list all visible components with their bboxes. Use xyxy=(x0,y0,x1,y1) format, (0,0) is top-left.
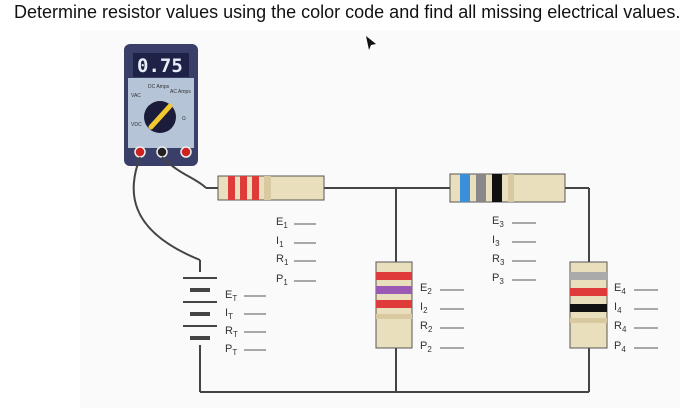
r1-band-3 xyxy=(252,176,259,200)
power-supply xyxy=(183,277,217,340)
label-p3: P3 xyxy=(492,272,504,286)
meter-label-ohms: Ω xyxy=(182,116,186,122)
label-et: ET xyxy=(225,289,237,303)
resistor-r1[interactable] xyxy=(217,175,325,201)
label-i1: I1 xyxy=(276,235,284,249)
r3-band-1 xyxy=(460,174,470,202)
meter-label-vac: VAC xyxy=(131,93,141,99)
label-p1: P1 xyxy=(276,273,288,287)
meter-jack-common[interactable] xyxy=(156,146,168,158)
label-i2: I2 xyxy=(420,301,428,315)
r1-band-1 xyxy=(228,176,235,200)
meter-dial-pointer xyxy=(148,103,173,130)
label-e2: E2 xyxy=(420,282,432,296)
label-p2: P2 xyxy=(420,340,432,354)
meter-label-vdc: VDC xyxy=(131,122,142,128)
r2-band-3 xyxy=(376,300,412,308)
label-i3: I3 xyxy=(492,234,500,248)
r3-band-3 xyxy=(492,174,502,202)
resistor-r3[interactable] xyxy=(449,173,566,203)
meter-lead-red xyxy=(132,156,201,261)
multimeter[interactable]: 0.75 DC Amps AC Amps VAC VDC Ω xyxy=(124,44,198,166)
label-r2: R2 xyxy=(420,320,433,334)
label-r4: R4 xyxy=(614,320,627,334)
label-i4: I4 xyxy=(614,301,622,315)
meter-lead-black xyxy=(161,156,207,189)
resistor-r2[interactable] xyxy=(375,261,413,349)
r2-band-2 xyxy=(376,286,412,294)
label-rt: RT xyxy=(225,325,238,339)
label-it: IT xyxy=(225,307,233,321)
r4-band-3 xyxy=(570,304,607,312)
meter-readout: 0.75 xyxy=(137,55,183,77)
r4-band-4 xyxy=(570,318,607,323)
r3-band-4 xyxy=(508,174,514,202)
meter-jack-amps[interactable] xyxy=(134,146,146,158)
label-r3: R3 xyxy=(492,253,505,267)
labels-supply: ET IT RT PT xyxy=(225,289,266,357)
resistor-r4[interactable] xyxy=(569,261,608,349)
r4-band-1 xyxy=(570,272,607,280)
page-title: Determine resistor values using the colo… xyxy=(14,2,681,22)
label-r1: R1 xyxy=(276,253,289,267)
r2-band-1 xyxy=(376,272,412,280)
meter-label-acamps: AC Amps xyxy=(170,89,191,95)
circuit-wires xyxy=(132,156,590,393)
label-p4: P4 xyxy=(614,340,626,354)
labels-r2: E2 I2 R2 P2 xyxy=(420,282,464,354)
r4-band-2 xyxy=(570,288,607,296)
labels-r3: E3 I3 R3 P3 xyxy=(492,215,536,286)
r1-band-2 xyxy=(240,176,247,200)
label-e4: E4 xyxy=(614,282,626,296)
label-pt: PT xyxy=(225,343,237,357)
meter-display xyxy=(133,53,189,77)
r2-band-4 xyxy=(376,314,412,319)
labels-r4: E4 I4 R4 P4 xyxy=(614,282,658,354)
meter-jack-volts[interactable] xyxy=(180,146,192,158)
label-e1: E1 xyxy=(276,216,288,230)
label-e3: E3 xyxy=(492,215,504,229)
meter-label-dcamps: DC Amps xyxy=(148,84,170,90)
mouse-cursor-icon xyxy=(366,36,376,50)
labels-r1: E1 I1 R1 P1 xyxy=(276,216,316,287)
r1-band-4 xyxy=(264,176,271,200)
r3-band-2 xyxy=(476,174,486,202)
